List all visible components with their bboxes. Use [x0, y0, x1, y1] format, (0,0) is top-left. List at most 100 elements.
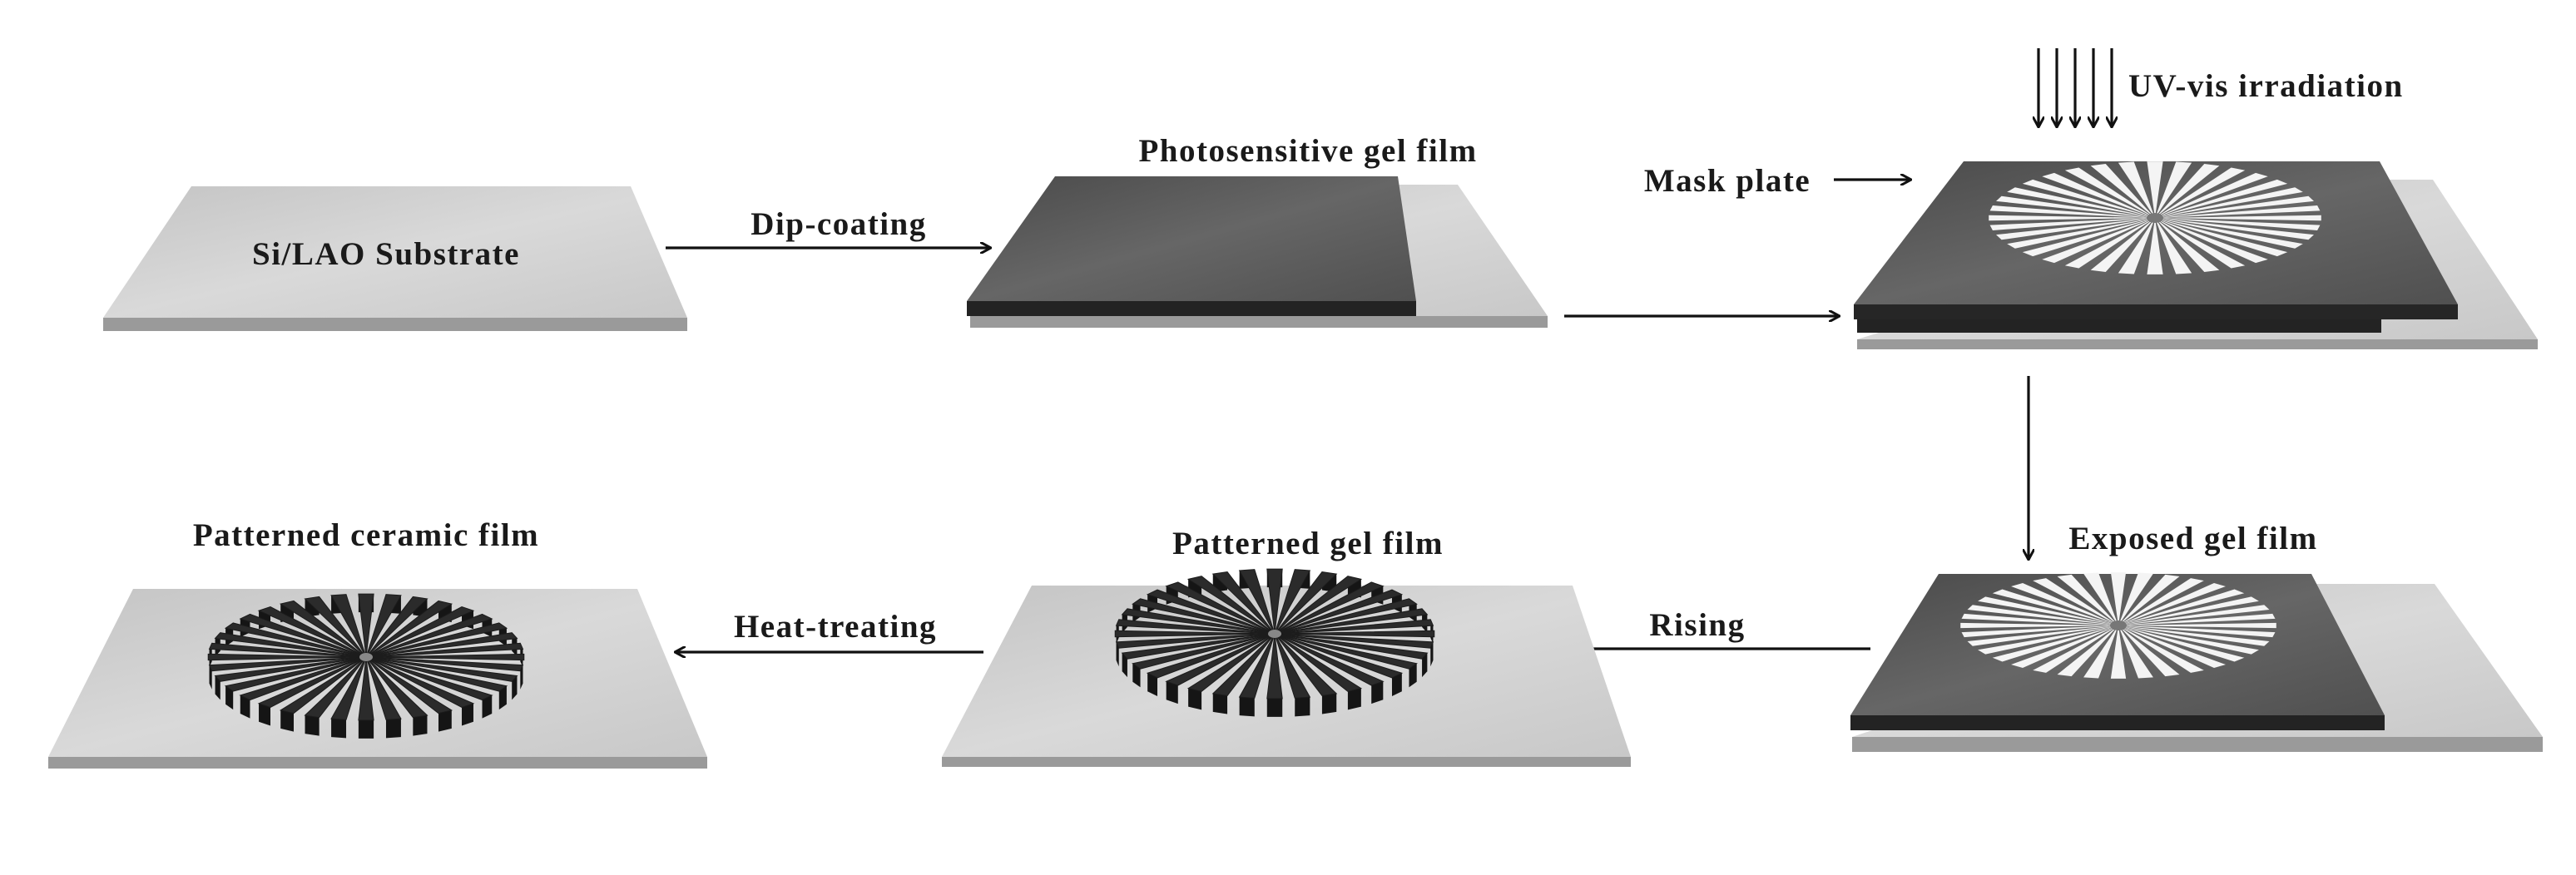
substrate-4-side [1852, 737, 2543, 752]
spoke [257, 606, 367, 658]
spoke [1211, 571, 1276, 635]
spoke [2033, 625, 2118, 673]
spoke [2155, 218, 2220, 272]
gel-3-side [1857, 319, 2381, 333]
spoke [1211, 633, 1276, 697]
substrate-1-side [103, 318, 687, 331]
spoke [2118, 625, 2180, 677]
label-rising: Rising [1649, 607, 1745, 643]
spoke [1992, 625, 2118, 662]
label-exposed: Exposed gel film [2068, 521, 2317, 556]
spoke-side [520, 665, 523, 690]
spoke [2011, 625, 2118, 668]
spoke [330, 594, 367, 658]
patterned-ceramic-spokes [207, 593, 525, 739]
spoke-side [1321, 693, 1337, 714]
label-uv: UV-vis irradiation [2128, 68, 2404, 104]
spoke-side [240, 695, 250, 719]
spoke [365, 656, 453, 714]
spoke [2155, 218, 2268, 264]
spoke [1274, 633, 1418, 670]
spoke [1274, 581, 1385, 635]
spoke [1132, 598, 1276, 635]
spoke [365, 613, 493, 658]
spoke [1978, 596, 2118, 625]
spoke [1121, 608, 1276, 635]
spoke [2083, 625, 2118, 679]
substrate-6-side [48, 757, 707, 769]
spoke [2110, 625, 2127, 679]
stage-patterned-ceramic: Patterned ceramic film [48, 517, 707, 769]
spoke [1238, 569, 1276, 635]
substrate-2-side [970, 316, 1548, 328]
spoke [2118, 578, 2204, 625]
spoke [2118, 161, 2155, 218]
spoke [1115, 633, 1276, 649]
spoke [1274, 619, 1434, 635]
spoke [304, 656, 367, 719]
spoke-side [1391, 673, 1402, 696]
spoke [1274, 633, 1338, 697]
spoke [2118, 622, 2276, 629]
spoke-side [1166, 681, 1178, 704]
spoke [1274, 569, 1311, 635]
spoke [214, 632, 367, 658]
spoke [2090, 218, 2155, 272]
spoke-side [512, 675, 518, 700]
spoke [2155, 161, 2192, 218]
pattern-center [1268, 630, 1281, 638]
spoke [1992, 589, 2118, 625]
gel-4-side [1850, 715, 2385, 730]
spoke-side [1239, 697, 1255, 717]
spoke [2042, 172, 2155, 218]
spoke-side [1430, 641, 1434, 667]
spoke [2155, 164, 2220, 218]
spoke [365, 656, 508, 692]
spoke [2007, 218, 2155, 249]
spoke [2118, 625, 2204, 673]
spoke [2064, 218, 2155, 269]
spoke-side [331, 719, 347, 739]
spoke [1274, 633, 1404, 679]
spoke [365, 596, 429, 658]
spoke-side [1347, 688, 1361, 710]
spoke [2155, 167, 2246, 218]
label-dip-coating: Dip-coating [751, 206, 927, 242]
spoke-side [482, 695, 493, 719]
spoke [1989, 215, 2155, 221]
spoke-side [1409, 663, 1417, 688]
spoke [1961, 625, 2118, 638]
spoke [2057, 625, 2118, 677]
spoke [2118, 625, 2226, 668]
spoke [2118, 583, 2226, 625]
spoke [1967, 625, 2118, 646]
spoke [2022, 218, 2155, 257]
spoke [365, 653, 525, 661]
spoke [2118, 613, 2276, 625]
stage-gel-film: Photosensitive gel film [967, 133, 1548, 328]
spoke [1995, 218, 2155, 240]
spoke-side [1188, 688, 1202, 710]
spoke [1274, 598, 1418, 635]
spoke-side [1371, 681, 1384, 704]
spoke [1186, 633, 1276, 692]
spoke-side [1116, 641, 1119, 667]
spoke [2118, 572, 2153, 625]
spoke [1165, 581, 1276, 635]
label-heat-treating: Heat-treating [734, 609, 937, 645]
spoke [358, 656, 374, 721]
spoke [1121, 633, 1276, 660]
spoke [208, 656, 367, 672]
spoke-side [498, 685, 507, 710]
spoke [224, 622, 367, 658]
spoke [1186, 576, 1276, 635]
spoke [2118, 218, 2155, 274]
label-patterned-ceramic: Patterned ceramic film [193, 517, 539, 553]
spoke [2155, 218, 2303, 249]
spoke [1238, 633, 1276, 699]
spoke [1274, 633, 1363, 692]
label-mask-plate: Mask plate [1644, 163, 1811, 199]
spoke [365, 594, 402, 658]
spoke [2155, 218, 2288, 257]
